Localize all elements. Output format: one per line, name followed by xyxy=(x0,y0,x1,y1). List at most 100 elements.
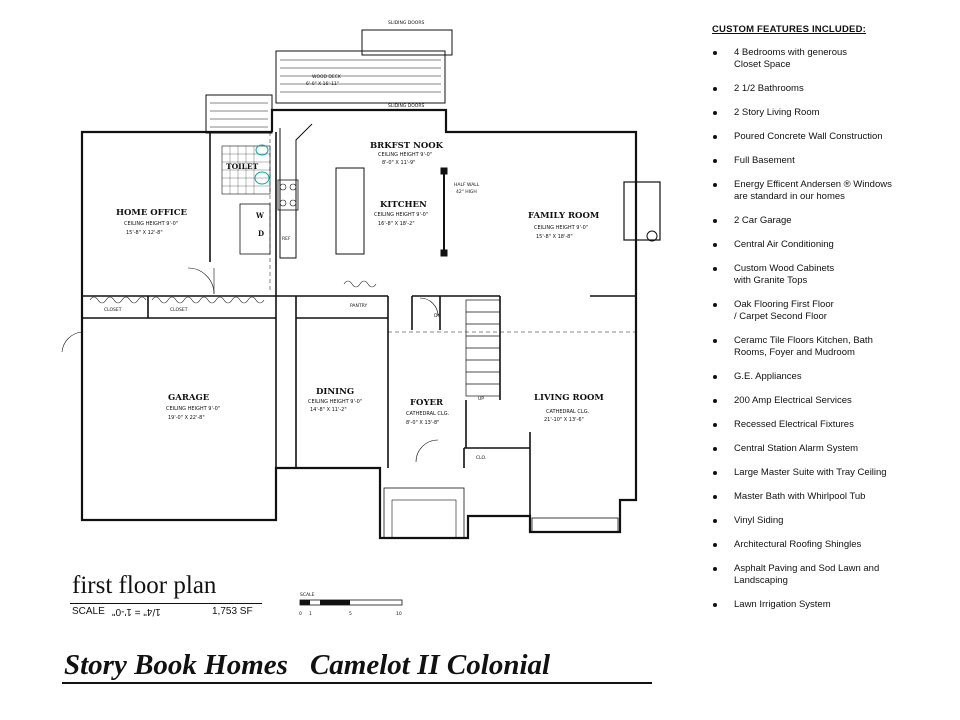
feature-item: Oak Flooring First Floor / Carpet Second… xyxy=(712,299,952,323)
feature-text: Full Basement xyxy=(734,155,795,166)
feature-text: 4 Bedrooms with generous Closet Space xyxy=(734,47,848,70)
feature-item: Asphalt Paving and Sod Lawn and Landscap… xyxy=(712,563,952,587)
feature-text: Poured Concrete Wall Construction xyxy=(734,131,883,142)
feature-item: 2 1/2 Bathrooms xyxy=(712,83,952,95)
features-panel: CUSTOM FEATURES INCLUDED: 4 Bedrooms wit… xyxy=(712,24,952,623)
bullet-icon xyxy=(713,111,717,115)
bullet-icon xyxy=(713,603,717,607)
bullet-icon xyxy=(713,399,717,403)
sliding-doors-top-label: SLIDING DOORS xyxy=(388,20,424,26)
feature-item: Central Air Conditioning xyxy=(712,239,952,251)
feature-text: Custom Wood Cabinets with Granite Tops xyxy=(734,263,835,286)
bullet-icon xyxy=(713,519,717,523)
feature-item: Architectural Roofing Shingles xyxy=(712,539,952,551)
bullet-icon xyxy=(713,339,717,343)
room-size-kitchen: 16'-8" X 18'-2" xyxy=(378,221,415,227)
room-ceiling-garage: CEILING HEIGHT 9'-0" xyxy=(166,406,220,412)
plan-title-underline xyxy=(70,603,262,604)
feature-text: Ceramc Tile Floors Kitchen, Bath Rooms, … xyxy=(734,335,873,358)
pantry-label: PANTRY xyxy=(350,303,367,309)
features-list: 4 Bedrooms with generous Closet Space 2 1… xyxy=(712,47,952,611)
feature-text: Large Master Suite with Tray Ceiling xyxy=(734,467,887,478)
bullet-icon xyxy=(713,243,717,247)
bullet-icon xyxy=(713,447,717,451)
wood-deck xyxy=(275,50,446,104)
feature-item: G.E. Appliances xyxy=(712,371,952,383)
bullet-icon xyxy=(713,423,717,427)
graphic-scale-tick-1: 1 xyxy=(309,611,312,617)
room-name-foyer: FOYER xyxy=(410,398,444,408)
room-name-kitchen: KITCHEN xyxy=(380,200,427,210)
room-name-living-room: LIVING ROOM xyxy=(534,393,604,403)
graphic-scale: SCALE 0 1 5 10 xyxy=(299,592,403,617)
feature-text: 2 Car Garage xyxy=(734,215,792,226)
feature-text: Central Air Conditioning xyxy=(734,239,834,250)
graphic-scale-tick-5: 5 xyxy=(349,611,352,617)
room-size-garage: 19'-0" X 22'-8" xyxy=(168,415,205,421)
feature-item: 4 Bedrooms with generous Closet Space xyxy=(712,47,952,71)
feature-item: Custom Wood Cabinets with Granite Tops xyxy=(712,263,952,287)
feature-item: Lawn Irrigation System xyxy=(712,599,952,611)
bullet-icon xyxy=(713,495,717,499)
stairs-up-label: UP xyxy=(478,396,484,402)
half-wall-label: HALF WALL xyxy=(454,182,480,188)
scale-note: SCALE 1/4" = 1'-0" xyxy=(72,606,160,617)
bullet-icon xyxy=(713,543,717,547)
feature-item: Central Station Alarm System xyxy=(712,443,952,455)
feature-item: 2 Car Garage xyxy=(712,215,952,227)
bullet-icon xyxy=(713,267,717,271)
bullet-icon xyxy=(713,183,717,187)
bullet-icon xyxy=(713,567,717,571)
closet-label-3: CLO. xyxy=(476,455,486,461)
feature-text: Lawn Irrigation System xyxy=(734,599,831,610)
exterior-walls xyxy=(80,108,638,540)
room-name-breakfast-nook: BRKFST NOOK xyxy=(370,141,444,151)
floor-plan-drawing: SLIDING DOORS WOOD DECK 6'-0" X 16'-11" … xyxy=(61,20,661,540)
feature-text: G.E. Appliances xyxy=(734,371,802,382)
bullet-icon xyxy=(713,87,717,91)
graphic-scale-tick-0: 0 xyxy=(299,611,302,617)
dryer-label: D xyxy=(258,229,264,238)
feature-text: 2 Story Living Room xyxy=(734,107,820,118)
room-size-home-office: 15'-8" X 12'-8" xyxy=(126,230,163,236)
toilet-label: TOILET xyxy=(226,162,259,171)
builder-underline xyxy=(62,682,652,684)
room-ceiling-foyer: CATHEDRAL CLG. xyxy=(406,411,450,417)
refrigerator-label: REF xyxy=(282,236,291,242)
room-ceiling-kitchen: CEILING HEIGHT 9'-0" xyxy=(374,212,428,218)
staircase xyxy=(465,299,501,397)
feature-text: 2 1/2 Bathrooms xyxy=(734,83,804,94)
feature-item: Ceramc Tile Floors Kitchen, Bath Rooms, … xyxy=(712,335,952,359)
kitchen-island xyxy=(335,167,365,255)
room-name-home-office: HOME OFFICE xyxy=(116,208,187,218)
feature-item: Full Basement xyxy=(712,155,952,167)
room-name-garage: GARAGE xyxy=(168,393,210,403)
features-heading: CUSTOM FEATURES INCLUDED: xyxy=(712,24,867,35)
room-ceiling-breakfast-nook: CEILING HEIGHT 9'-0" xyxy=(378,152,432,158)
fireplace xyxy=(623,181,661,241)
bullet-icon xyxy=(713,159,717,163)
feature-item: Large Master Suite with Tray Ceiling xyxy=(712,467,952,479)
half-wall-height: 42" HIGH xyxy=(456,189,477,195)
scale-label: SCALE xyxy=(72,606,105,617)
plan-title: first floor plan xyxy=(72,572,217,599)
stairs-down-label: DN xyxy=(434,313,441,319)
room-size-family-room: 15'-8" X 18'-8" xyxy=(536,234,573,240)
feature-text: Oak Flooring First Floor / Carpet Second… xyxy=(734,299,834,322)
feature-item: 2 Story Living Room xyxy=(712,107,952,119)
feature-item: 200 Amp Electrical Services xyxy=(712,395,952,407)
bullet-icon xyxy=(713,471,717,475)
interior-walls xyxy=(82,132,636,516)
feature-text: Central Station Alarm System xyxy=(734,443,859,454)
graphic-scale-tick-10: 10 xyxy=(396,611,402,617)
bullet-icon xyxy=(713,135,717,139)
feature-text: Architectural Roofing Shingles xyxy=(734,539,862,550)
feature-item: Energy Efficent Andersen ® Windows are s… xyxy=(712,179,952,203)
closet-label-2: CLOSET xyxy=(170,307,188,313)
room-name-family-room: FAMILY ROOM xyxy=(528,211,600,221)
room-size-living-room: 21'-10" X 13'-6" xyxy=(544,417,584,423)
room-ceiling-home-office: CEILING HEIGHT 9'-0" xyxy=(124,221,178,227)
bullet-icon xyxy=(713,303,717,307)
bullet-icon xyxy=(713,51,717,55)
